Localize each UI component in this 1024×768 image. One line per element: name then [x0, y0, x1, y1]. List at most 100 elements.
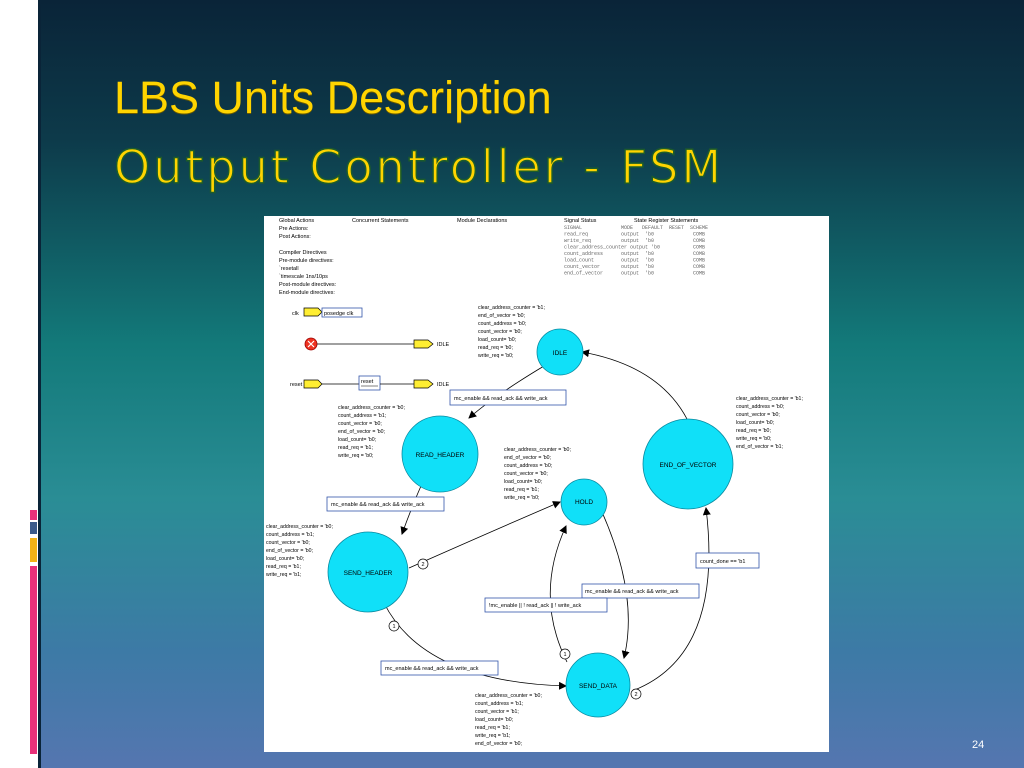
- clk-edge-label: posedge clk: [324, 311, 354, 317]
- fsm-diagram: Global Actions Pre Actions: Post Actions…: [266, 218, 803, 747]
- state-label-send-header: SEND_HEADER: [344, 570, 393, 577]
- page-number: 24: [972, 739, 985, 751]
- condition-label: mc_enable && read_ack && write_ack: [331, 502, 425, 508]
- condition-label: mc_enable && read_ack && write_ack: [585, 589, 679, 595]
- priority-marker: [388, 620, 400, 632]
- state-label-end-of-vector: END_OF_VECTOR: [660, 462, 717, 469]
- action-line: end_of_vector = 'b0;: [504, 455, 551, 461]
- actions-read-header: clear_address_counter = 'b0; count_addre…: [338, 405, 405, 459]
- action-line: load_count= 'b0;: [478, 337, 516, 343]
- action-line: count_vector = 'b0;: [504, 471, 548, 477]
- signal-table-row: count_vector output 'b0 COMB: [564, 264, 705, 270]
- state-send-header: [327, 531, 409, 613]
- actions-hold: clear_address_counter = 'b0; end_of_vect…: [504, 447, 571, 501]
- action-line: write_req = 'b0;: [736, 436, 771, 442]
- action-line: write_req = 'b0;: [504, 495, 539, 501]
- condition-box-hold-to-send-data: [484, 597, 608, 613]
- action-line: read_req = 'b1;: [504, 487, 539, 493]
- action-line: write_req = 'b1;: [266, 572, 301, 578]
- priority-marker: [417, 558, 429, 570]
- action-line: count_address = 'b1;: [475, 701, 523, 707]
- signal-status-label: Signal Status: [564, 218, 597, 224]
- action-line: read_req = 'b1;: [475, 725, 510, 731]
- state-end-of-vector: [642, 418, 734, 510]
- action-line: write_req = 'b0;: [478, 353, 513, 359]
- condition-label: mc_enable && read_ack && write_ack: [454, 396, 548, 402]
- post-module-directives-label: Post-module directives:: [279, 282, 337, 288]
- action-line: end_of_vector = 'b0;: [478, 313, 525, 319]
- action-line: clear_address_counter = 'b0;: [504, 447, 571, 453]
- pre-actions-label: Pre Actions:: [279, 226, 309, 232]
- condition-box-idle-to-read-header: [449, 389, 567, 406]
- signal-table-row: load_count output 'b0 COMB: [564, 258, 705, 264]
- action-line: write_req = 'b0;: [338, 453, 373, 459]
- timescale-directive: `timescale 1ns/10ps: [279, 274, 328, 280]
- compiler-directives-label: Compiler Directives: [279, 250, 327, 256]
- clk-edge-box: [321, 307, 363, 318]
- action-line: clear_address_counter = 'b0;: [338, 405, 405, 411]
- global-actions-label: Global Actions: [279, 218, 314, 224]
- end-module-directives-label: End-module directives:: [279, 290, 335, 296]
- action-line: count_address = 'b1;: [338, 413, 386, 419]
- concurrent-statements-label: Concurrent Statements: [352, 218, 409, 224]
- condition-box-send-data-to-end-of-vector: [695, 552, 760, 569]
- action-line: load_count= 'b0;: [736, 420, 774, 426]
- action-line: clear_address_counter = 'b0;: [266, 524, 333, 530]
- action-line: end_of_vector = 'b0;: [475, 741, 522, 747]
- transition-end-of-vector-to-idle: [581, 349, 688, 420]
- priority-marker: [630, 688, 642, 700]
- condition-label: mc_enable && read_ack && write_ack: [385, 666, 479, 672]
- signal-table-row: clear_address_counter output 'b0 COMB: [564, 245, 705, 251]
- condition-box-send-data-to-hold: [581, 583, 700, 599]
- slide-title: LBS Units Description: [114, 72, 552, 123]
- priority-label: 2: [421, 562, 424, 568]
- action-line: read_req = 'b0;: [736, 428, 771, 434]
- condition-box-read-header-to-send-header: [326, 496, 445, 512]
- action-line: clear_address_counter = 'b1;: [478, 305, 545, 311]
- state-idle: [536, 328, 584, 376]
- action-line: load_count= 'b0;: [338, 437, 376, 443]
- transition-send-data-to-hold: [549, 525, 568, 663]
- action-line: count_vector = 'b0;: [266, 540, 310, 546]
- reset-port-icon: [303, 379, 323, 389]
- action-line: count_vector = 'b1;: [475, 709, 519, 715]
- action-line: load_count= 'b0;: [475, 717, 513, 723]
- accent-bar-orange: [30, 538, 37, 562]
- accent-bar-pink-top: [30, 510, 37, 520]
- resetall-directive: `resetall: [279, 266, 299, 272]
- action-line: clear_address_counter = 'b1;: [736, 396, 803, 402]
- state-label-hold: HOLD: [575, 499, 593, 506]
- clk-port-icon: [303, 307, 323, 317]
- accent-bar-pink-long: [30, 566, 37, 754]
- reset-entry-target-label: IDLE: [437, 342, 450, 348]
- pre-module-directives-label: Pre-module directives:: [279, 258, 334, 264]
- idle-target-flag-icon: [413, 339, 434, 349]
- action-line: load_count= 'b0;: [266, 556, 304, 562]
- state-label-idle: IDLE: [553, 350, 568, 357]
- reset-signal-target-label: IDLE: [437, 382, 450, 388]
- priority-marker: [559, 648, 571, 660]
- action-line: count_vector = 'b0;: [338, 421, 382, 427]
- state-send-data: [565, 652, 631, 718]
- signal-table-row: count_address output 'b0 COMB: [564, 251, 705, 257]
- priority-label: 1: [392, 624, 395, 630]
- action-line: clear_address_counter = 'b0;: [475, 693, 542, 699]
- slide-subtitle: Output Controller - FSM: [113, 139, 725, 195]
- condition-box-send-header-to-send-data: [380, 660, 499, 676]
- module-declarations-label: Module Declarations: [457, 218, 507, 224]
- action-line: end_of_vector = 'b1;: [736, 444, 783, 450]
- post-actions-label: Post Actions:: [279, 234, 311, 240]
- action-line: read_req = 'b1;: [338, 445, 373, 451]
- signal-table-row: write_req output 'b0 COMB: [564, 238, 705, 244]
- signal-table-header: SIGNAL MODE DEFAULT RESET SCHEME: [564, 225, 708, 231]
- priority-label: 2: [634, 692, 637, 698]
- transition-send-data-to-end-of-vector: [631, 507, 711, 692]
- action-line: write_req = 'b1;: [475, 733, 510, 739]
- transition-send-header-to-hold: [408, 501, 561, 569]
- action-line: end_of_vector = 'b0;: [266, 548, 313, 554]
- action-line: end_of_vector = 'b0;: [338, 429, 385, 435]
- priority-label: 1: [563, 652, 566, 658]
- fsm-diagram-panel: Global Actions Pre Actions: Post Actions…: [264, 216, 829, 752]
- reset-condition-label: reset: [361, 379, 374, 385]
